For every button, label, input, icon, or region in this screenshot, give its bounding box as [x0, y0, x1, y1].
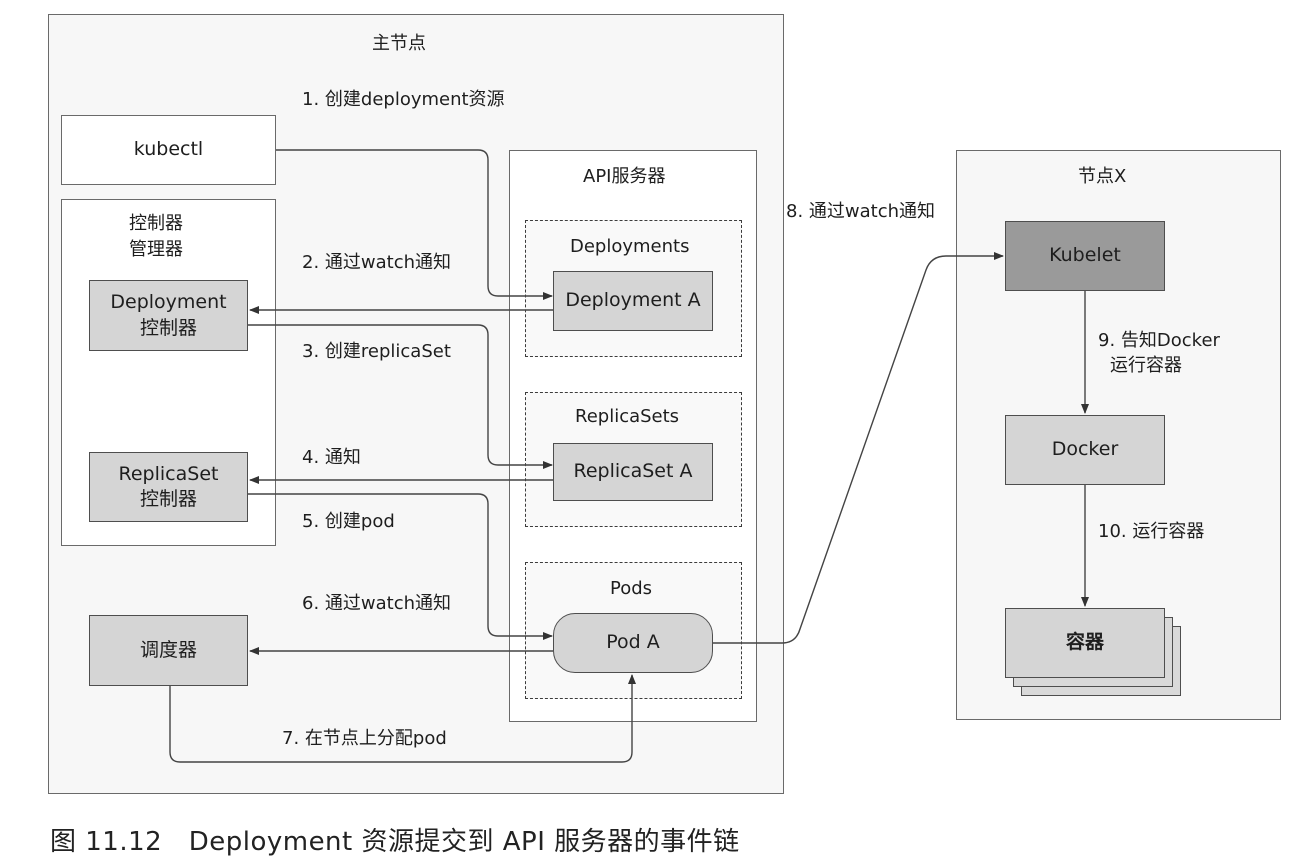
replicaset-controller-label-line1: ReplicaSet	[118, 462, 219, 485]
pod-a-resource[interactable]: Pod A	[553, 613, 713, 673]
step-6-label: 6. 通过watch通知	[302, 593, 452, 614]
controller-manager-title-line2: 管理器	[129, 239, 183, 260]
step-5-label: 5. 创建pod	[302, 511, 395, 532]
deployment-controller-label-line2: 控制器	[139, 316, 197, 339]
step-8-label: 8. 通过watch通知	[786, 201, 936, 222]
figure-caption: 图 11.12 Deployment 资源提交到 API 服务器的事件链	[50, 827, 740, 857]
replicasets-group-title: ReplicaSets	[575, 406, 680, 427]
master-node-title: 主节点	[372, 33, 426, 54]
scheduler-box[interactable]: 调度器	[89, 615, 248, 686]
step-2-label: 2. 通过watch通知	[302, 252, 452, 273]
step-4-label: 4. 通知	[302, 447, 361, 468]
node-x-title: 节点X	[1078, 166, 1127, 187]
pods-group-title: Pods	[610, 578, 653, 599]
deployments-group-title: Deployments	[570, 236, 690, 257]
api-server-title: API服务器	[583, 166, 666, 187]
step-7-label: 7. 在节点上分配pod	[282, 728, 447, 749]
controller-manager-title-line1: 控制器	[129, 213, 183, 234]
arrow-assign-pod	[169, 674, 636, 763]
arrow-create-deployment	[276, 149, 553, 300]
step-9-label-line1: 9. 告知Docker	[1098, 330, 1220, 351]
deployment-controller-label-line1: Deployment	[110, 291, 227, 314]
deployment-a-resource[interactable]: Deployment A	[553, 271, 713, 331]
kubectl-box[interactable]: kubectl	[61, 115, 276, 185]
arrow-create-pod	[248, 493, 553, 640]
containers-box[interactable]: 容器	[1005, 608, 1165, 678]
arrow-notify-kubelet	[713, 252, 1004, 644]
docker-box[interactable]: Docker	[1005, 415, 1165, 485]
step-10-label: 10. 运行容器	[1098, 521, 1205, 542]
replicaset-controller-box[interactable]: ReplicaSet 控制器	[89, 452, 248, 522]
step-3-label: 3. 创建replicaSet	[302, 341, 451, 362]
deployment-controller-box[interactable]: Deployment 控制器	[89, 280, 248, 351]
step-9-label-line2: 运行容器	[1110, 355, 1182, 376]
arrow-create-replicaset	[248, 324, 553, 469]
replicaset-controller-label-line2: 控制器	[139, 488, 197, 510]
step-1-label: 1. 创建deployment资源	[302, 89, 505, 110]
replicaset-a-resource[interactable]: ReplicaSet A	[553, 443, 713, 501]
kubelet-box[interactable]: Kubelet	[1005, 221, 1165, 291]
